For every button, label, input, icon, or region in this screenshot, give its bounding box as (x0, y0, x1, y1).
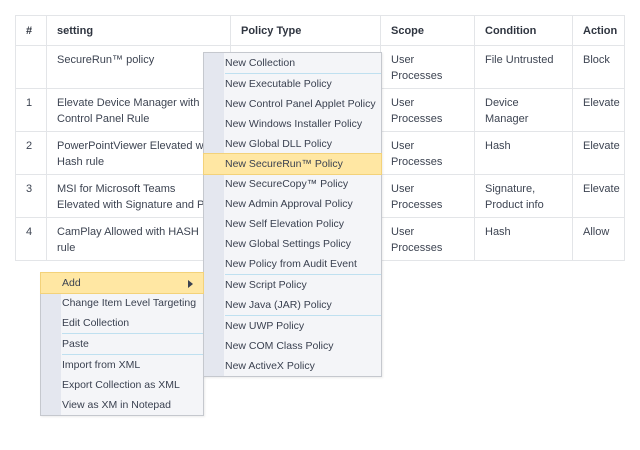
column-header-condition[interactable]: Condition (474, 15, 573, 46)
add-submenu: New Collection New Executable Policy New… (203, 52, 382, 377)
menu-item-paste[interactable]: Paste (62, 333, 203, 354)
menu-item-new-admin-approval-policy[interactable]: New Admin Approval Policy (225, 198, 353, 210)
menu-item-change-item-level-targeting[interactable]: Change Item Level Targeting (62, 297, 197, 309)
menu-item-new-script-policy[interactable]: New Script Policy (225, 274, 381, 295)
cell-number (15, 45, 47, 89)
menu-item-new-uwp-policy[interactable]: New UWP Policy (225, 315, 381, 336)
cell-number: 2 (15, 131, 47, 175)
cell-condition: Hash (474, 131, 573, 175)
cell-condition: Hash (474, 217, 573, 261)
column-header-policy-type[interactable]: Policy Type (230, 15, 381, 46)
menu-item-export-collection-as-xml[interactable]: Export Collection as XML (62, 379, 180, 391)
menu-gutter (41, 273, 61, 415)
menu-item-new-control-panel-applet-policy[interactable]: New Control Panel Applet Policy (225, 98, 376, 110)
menu-item-new-securerun-policy[interactable]: New SecureRun™ Policy (203, 153, 382, 175)
menu-item-new-activex-policy[interactable]: New ActiveX Policy (225, 360, 315, 372)
menu-item-add[interactable]: Add (40, 272, 204, 294)
cell-scope: User Processes (380, 45, 475, 89)
cell-number: 4 (15, 217, 47, 261)
cell-action: Elevate (572, 131, 625, 175)
menu-item-edit-collection[interactable]: Edit Collection (62, 317, 130, 329)
cell-action: Elevate (572, 88, 625, 132)
cell-condition: Device Manager (474, 88, 573, 132)
cell-number: 1 (15, 88, 47, 132)
cell-scope: User Processes (380, 217, 475, 261)
cell-scope: User Processes (380, 174, 475, 218)
column-header-number[interactable]: # (15, 15, 47, 46)
cell-scope: User Processes (380, 131, 475, 175)
menu-item-new-executable-policy[interactable]: New Executable Policy (225, 73, 381, 94)
cell-condition: File Untrusted (474, 45, 573, 89)
cell-setting: SecureRun™ policy (46, 45, 231, 89)
column-header-scope[interactable]: Scope (380, 15, 475, 46)
menu-item-new-global-dll-policy[interactable]: New Global DLL Policy (225, 138, 332, 150)
cell-number: 3 (15, 174, 47, 218)
cell-setting: PowerPointViewer Elevated with Hash rule (46, 131, 231, 175)
cell-condition: Signature, Product info (474, 174, 573, 218)
menu-item-new-global-settings-policy[interactable]: New Global Settings Policy (225, 238, 352, 250)
menu-item-new-com-class-policy[interactable]: New COM Class Policy (225, 340, 334, 352)
cell-scope: User Processes (380, 88, 475, 132)
table-header-row: # setting Policy Type Scope Condition Ac… (15, 15, 625, 46)
cell-setting: CamPlay Allowed with HASH rule (46, 217, 231, 261)
menu-item-new-windows-installer-policy[interactable]: New Windows Installer Policy (225, 118, 363, 130)
cell-action: Block (572, 45, 625, 89)
menu-item-label: Add (62, 277, 81, 289)
menu-gutter (204, 53, 224, 376)
menu-item-new-policy-from-audit-event[interactable]: New Policy from Audit Event (225, 258, 357, 270)
cell-action: Allow (572, 217, 625, 261)
menu-item-new-securecopy-policy[interactable]: New SecureCopy™ Policy (225, 178, 349, 190)
column-header-action[interactable]: Action (572, 15, 625, 46)
menu-item-new-self-elevation-policy[interactable]: New Self Elevation Policy (225, 218, 345, 230)
cell-action: Elevate (572, 174, 625, 218)
menu-item-import-from-xml[interactable]: Import from XML (62, 354, 203, 375)
submenu-arrow-icon (188, 280, 193, 288)
column-header-setting[interactable]: setting (46, 15, 231, 46)
menu-item-view-as-xml-in-notepad[interactable]: View as XM in Notepad (62, 399, 171, 411)
menu-item-new-collection[interactable]: New Collection (225, 57, 296, 69)
menu-item-new-java-jar-policy[interactable]: New Java (JAR) Policy (225, 299, 332, 311)
context-menu: Add Change Item Level Targeting Edit Col… (40, 272, 204, 416)
